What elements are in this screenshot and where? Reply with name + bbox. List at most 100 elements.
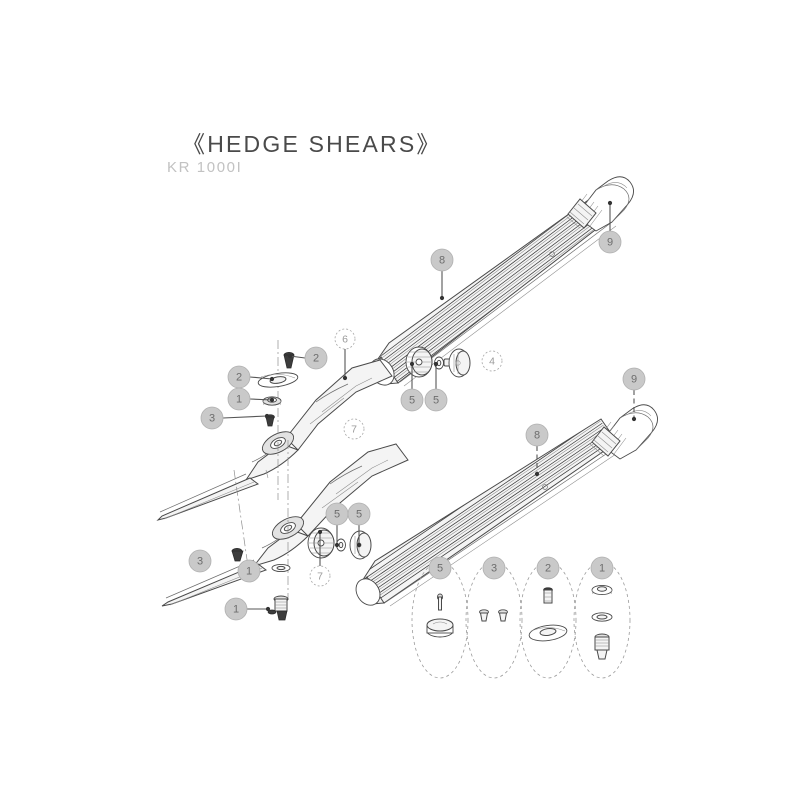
balloon-1-bottom-leader-dot (265, 606, 271, 612)
balloon-label: 5 (437, 563, 443, 575)
detail-parts-5 (426, 593, 454, 638)
balloon-7-lower[interactable]: 7 (309, 565, 331, 587)
detail-parts-1 (591, 584, 613, 660)
balloon-circle (188, 549, 212, 573)
lower-handle-grip (589, 404, 658, 460)
balloon-2-left-leader (249, 376, 273, 380)
balloon-label: 4 (489, 356, 495, 368)
balloon-4[interactable]: 4 (481, 350, 503, 372)
title-block: 《HEDGE SHEARS》 KR 1000I (167, 131, 439, 176)
lower-blade-shaft (355, 418, 618, 607)
detail-bubble-2-outline (519, 561, 577, 679)
balloon-label: 3 (491, 563, 497, 575)
detail-bubble-3-outline (465, 561, 523, 679)
balloon-label: 9 (631, 374, 637, 386)
balloon-circle (227, 387, 251, 411)
balloon-1-mid[interactable]: 1 (237, 559, 261, 583)
balloon-circle (200, 406, 224, 430)
balloon-label: 1 (246, 566, 252, 578)
balloon-label: 8 (439, 255, 445, 267)
balloon-circle (482, 556, 506, 580)
balloon-circle (430, 248, 454, 272)
balloon-8-upper-leader-dot (439, 295, 445, 301)
lower-gear-group (307, 527, 372, 560)
balloon-3-left[interactable]: 3 (200, 406, 224, 430)
balloon-1-bottom[interactable]: 1 (224, 597, 248, 621)
balloon-circle (428, 556, 452, 580)
lower-shear-assembly (161, 404, 658, 621)
knurled-disc-upper (405, 346, 433, 378)
balloon-circle (481, 350, 503, 372)
detail-bubble-5-balloon[interactable]: 5 (428, 556, 452, 580)
hardware-washer-plate (257, 372, 299, 388)
detail-bubble-5-outline (411, 561, 469, 679)
balloon-8-lower[interactable]: 8 (525, 423, 549, 447)
detail-bubble-3-balloon[interactable]: 3 (482, 556, 506, 580)
balloon-3-lower[interactable]: 3 (188, 549, 212, 573)
balloon-label: 7 (351, 424, 357, 436)
callout-leader-lines (222, 200, 637, 612)
balloon-5-b-leader-dot (433, 361, 439, 367)
detail-bubble-1-outline (573, 561, 631, 679)
balloon-6-leader-dot (342, 375, 348, 381)
balloon-label: 9 (607, 237, 613, 249)
cam-cap-lower (349, 530, 372, 560)
balloon-label: 1 (236, 394, 242, 406)
balloon-2-left-leader-dot (269, 376, 275, 382)
detail-bubble-outlines (411, 561, 631, 679)
balloon-3-left-leader-dot (264, 413, 270, 419)
balloon-9-upper-leader-dot (607, 200, 613, 206)
balloon-9-lower[interactable]: 9 (622, 367, 646, 391)
balloon-label: 6 (342, 334, 348, 346)
balloon-1-left-leader-dot (269, 397, 275, 403)
balloon-5-b[interactable]: 5 (424, 388, 448, 412)
balloon-label: 1 (599, 563, 605, 575)
balloon-circle (334, 328, 356, 350)
balloon-2-left[interactable]: 2 (227, 365, 251, 389)
balloon-label: 5 (356, 509, 362, 521)
balloon-label: 2 (313, 353, 319, 365)
balloon-2-top[interactable]: 2 (304, 346, 328, 370)
balloon-1-left-leader (249, 398, 273, 401)
balloon-label: 5 (409, 395, 415, 407)
detail-parts-3 (479, 609, 508, 622)
balloon-7-lower-leader-dot (317, 529, 323, 535)
balloon-9-lower-leader-dot (631, 416, 637, 422)
balloon-9-upper[interactable]: 9 (598, 230, 622, 254)
balloon-label: 2 (545, 563, 551, 575)
balloon-8-upper[interactable]: 8 (430, 248, 454, 272)
balloon-2-top-leader-dot (287, 353, 293, 359)
balloon-label: 5 (334, 509, 340, 521)
detail-bubble-row (426, 584, 613, 660)
balloon-circle (224, 597, 248, 621)
center-gear-group (405, 346, 471, 378)
balloon-label: 3 (197, 556, 203, 568)
balloon-circle (309, 565, 331, 587)
balloon-circle (598, 230, 622, 254)
balloon-6[interactable]: 6 (334, 328, 356, 350)
balloon-label: 5 (433, 395, 439, 407)
balloon-5-c[interactable]: 5 (325, 502, 349, 526)
hardware-bolt-lower (231, 548, 244, 562)
balloon-circle (424, 388, 448, 412)
balloon-circle (525, 423, 549, 447)
balloon-7-upper[interactable]: 7 (343, 418, 365, 440)
balloon-5-d-leader-dot (356, 542, 362, 548)
detail-bubble-1-balloon[interactable]: 1 (590, 556, 614, 580)
balloon-label: 7 (317, 571, 323, 583)
balloon-circle (237, 559, 261, 583)
hardware-washer-lower (271, 563, 291, 573)
balloon-1-left[interactable]: 1 (227, 387, 251, 411)
balloon-label: 2 (236, 372, 242, 384)
balloon-5-d[interactable]: 5 (347, 502, 371, 526)
balloon-circle (590, 556, 614, 580)
upper-handle-grip (565, 176, 634, 232)
balloon-label: 8 (534, 430, 540, 442)
detail-bubble-2-balloon[interactable]: 2 (536, 556, 560, 580)
balloon-circle (343, 418, 365, 440)
balloon-5-a[interactable]: 5 (400, 388, 424, 412)
spacer-washer-lower (336, 538, 346, 552)
